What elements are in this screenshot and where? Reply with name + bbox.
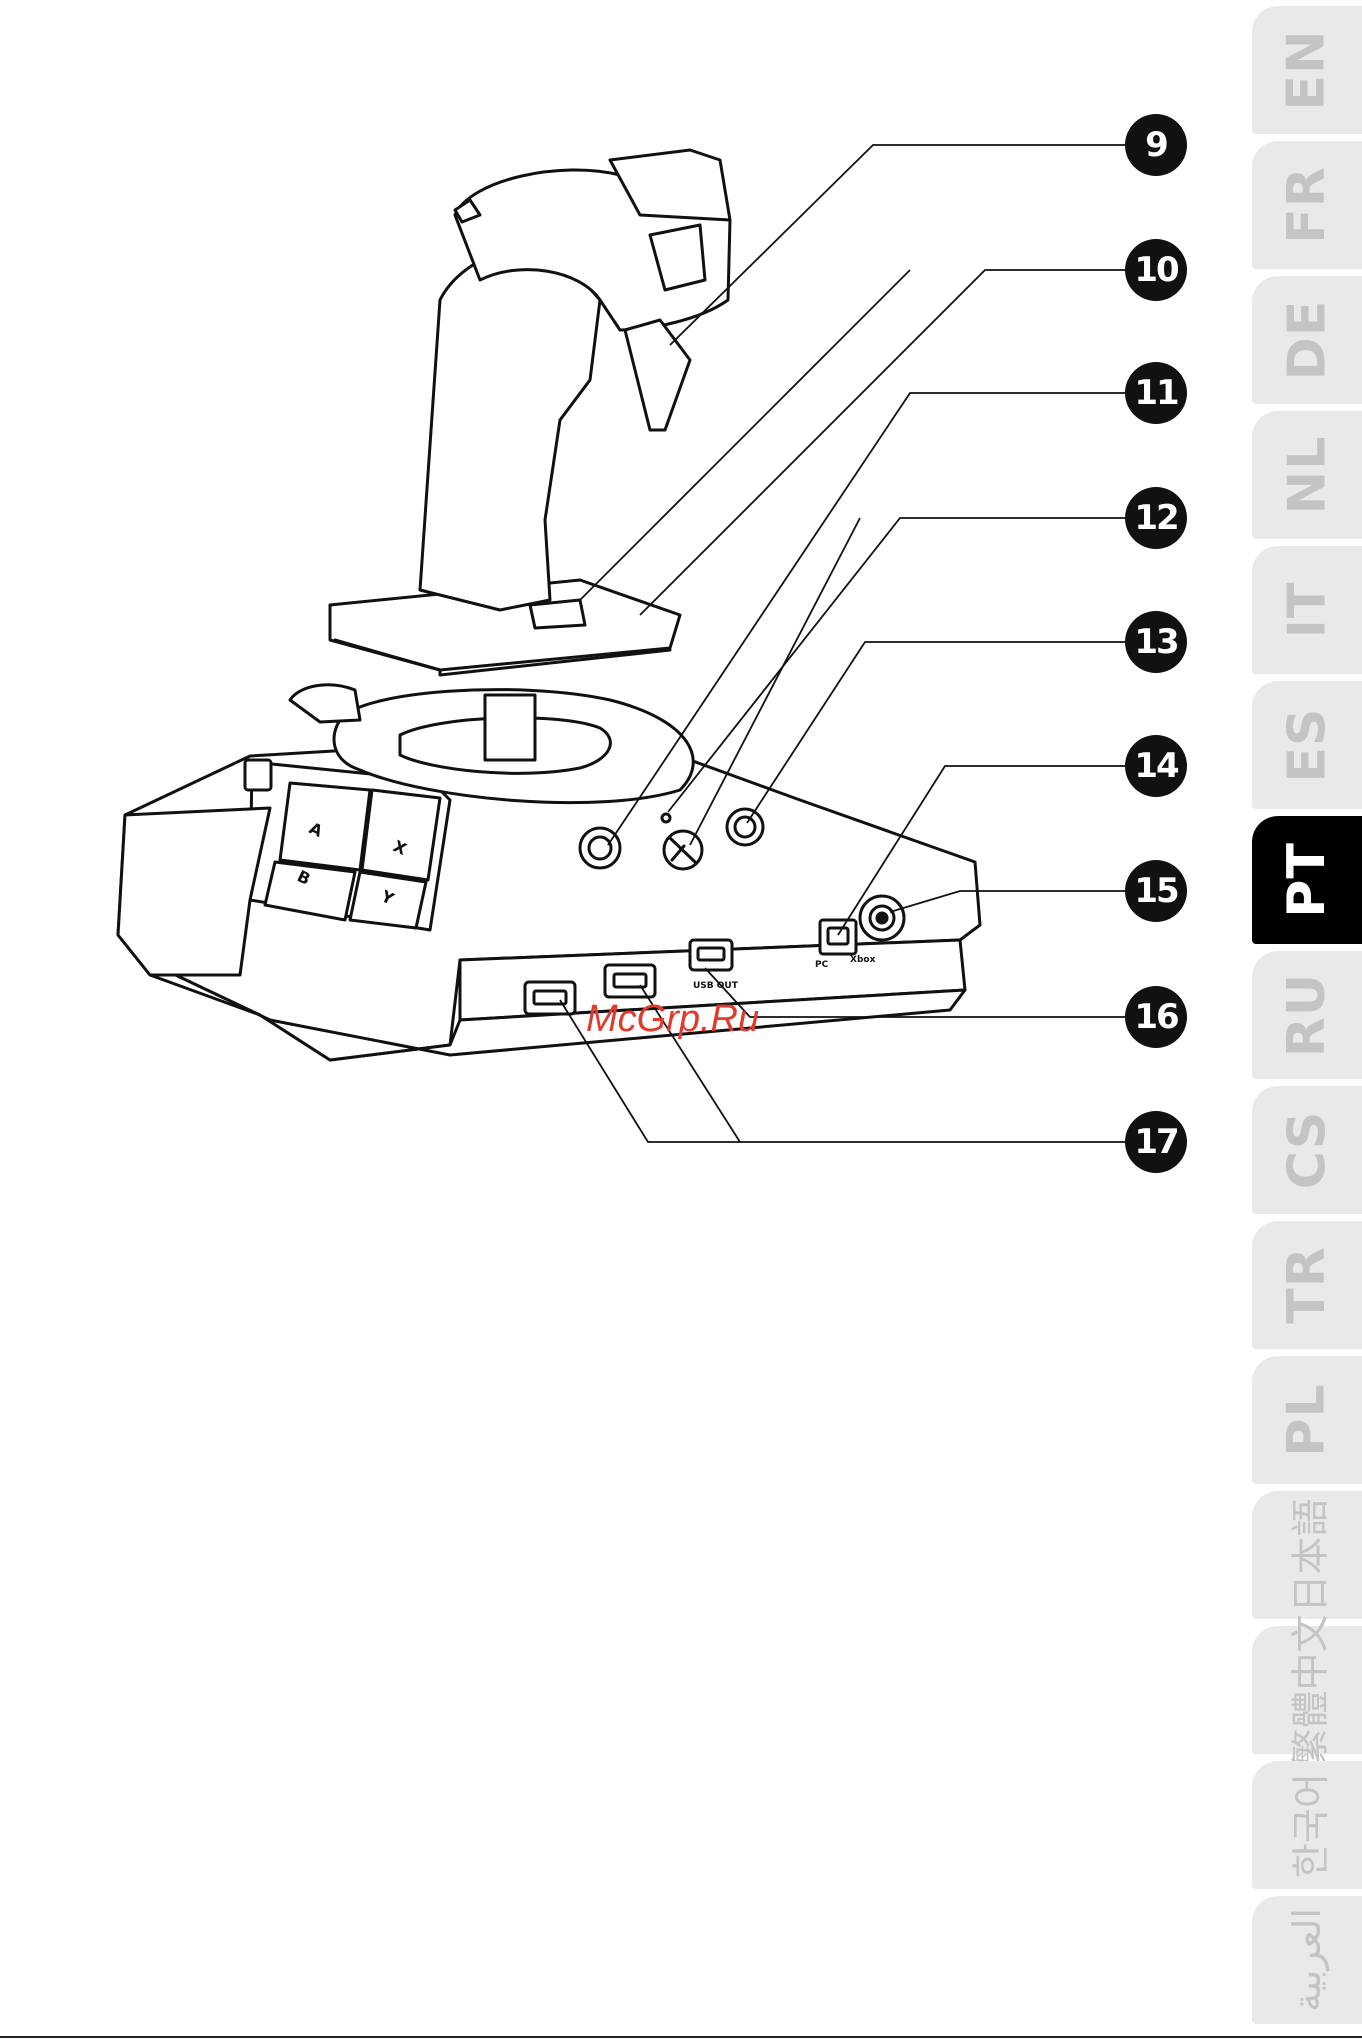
- tab-ja[interactable]: 日本語: [1252, 1491, 1362, 1619]
- tab-en[interactable]: EN: [1252, 6, 1362, 134]
- tab-label: PT: [1277, 842, 1337, 918]
- tab-label: العربية: [1285, 1908, 1329, 2012]
- tab-label: NL: [1277, 436, 1337, 515]
- shaft: [485, 695, 535, 760]
- label-xbox: Xbox: [850, 955, 876, 965]
- tab-cs[interactable]: CS: [1252, 1086, 1362, 1214]
- tab-es[interactable]: ES: [1252, 681, 1362, 809]
- tab-label: 繁體中文: [1280, 1614, 1335, 1766]
- tab-label: 한국어: [1279, 1773, 1334, 1878]
- tab-label: DE: [1277, 300, 1337, 381]
- callout-13: 13: [1125, 611, 1187, 673]
- tab-label: TR: [1277, 1246, 1337, 1324]
- bottom-rule: [0, 2036, 1362, 2038]
- trigger: [625, 320, 690, 430]
- callout-9: 9: [1125, 114, 1187, 176]
- tab-ru[interactable]: RU: [1252, 951, 1362, 1079]
- callout-15: 15: [1125, 860, 1187, 922]
- callout-17: 17: [1125, 1111, 1187, 1173]
- watermark-text: McGrp.Ru: [586, 998, 759, 1041]
- tab-label: ES: [1277, 708, 1337, 783]
- tab-label: RU: [1277, 973, 1337, 1057]
- language-tabs: EN FR DE NL IT ES PT RU CS TR PL 日本語 繁體中…: [1252, 0, 1362, 2042]
- tab-label: 日本語: [1280, 1498, 1335, 1612]
- tab-label: EN: [1277, 29, 1337, 110]
- tab-it[interactable]: IT: [1252, 546, 1362, 674]
- tab-nl[interactable]: NL: [1252, 411, 1362, 539]
- tab-tr[interactable]: TR: [1252, 1221, 1362, 1349]
- callout-11: 11: [1125, 362, 1187, 424]
- tab-zh[interactable]: 繁體中文: [1252, 1626, 1362, 1754]
- tab-label: CS: [1277, 1111, 1337, 1190]
- callout-14: 14: [1125, 735, 1187, 797]
- tab-label: PL: [1277, 1383, 1337, 1456]
- label-pc: PC: [815, 960, 829, 970]
- callout-16: 16: [1125, 986, 1187, 1048]
- callout-10: 10: [1125, 239, 1187, 301]
- tab-de[interactable]: DE: [1252, 276, 1362, 404]
- tab-label: IT: [1277, 582, 1337, 639]
- tab-pt[interactable]: PT: [1252, 816, 1362, 944]
- tab-ar[interactable]: العربية: [1252, 1896, 1362, 2024]
- tab-ko[interactable]: 한국어: [1252, 1761, 1362, 1889]
- callout-12: 12: [1125, 487, 1187, 549]
- tab-label: FR: [1277, 166, 1337, 244]
- tab-fr[interactable]: FR: [1252, 141, 1362, 269]
- tab-pl[interactable]: PL: [1252, 1356, 1362, 1484]
- stick-handle: [420, 248, 600, 610]
- label-usb-out: USB OUT: [693, 981, 739, 991]
